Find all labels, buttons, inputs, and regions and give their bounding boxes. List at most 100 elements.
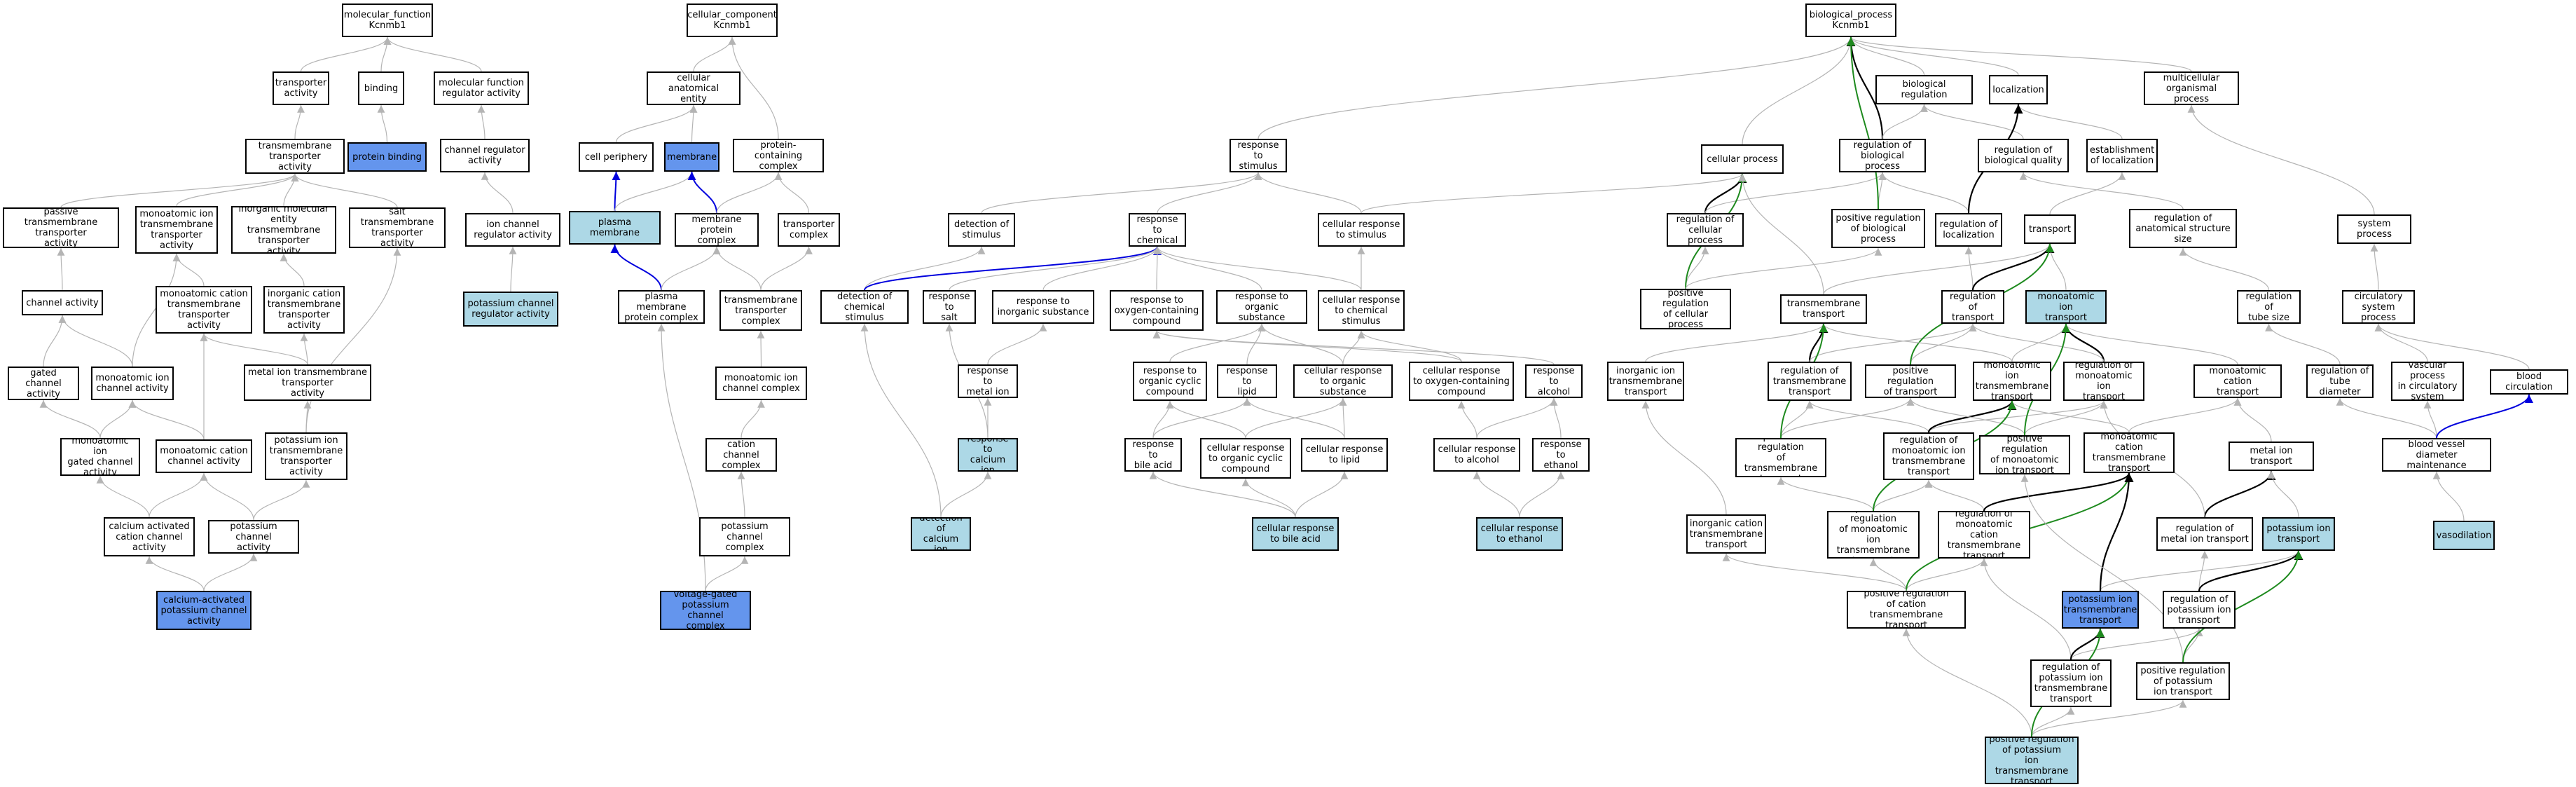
term-node-bp-pos-reg-cation-tm[interactable]: positive regulation of cation transmembr… (1847, 591, 1966, 629)
term-node-bp-reg-bio-quality[interactable]: regulation of biological quality (1978, 139, 2069, 172)
term-node-bp-response-oxygen[interactable]: response to oxygen-containing compound (1110, 290, 1204, 331)
term-node-cc-vg-k-channel-complex[interactable]: voltage-gated potassium channel complex (660, 591, 751, 630)
term-node-mf-metal-ion-tt[interactable]: metal ion transmembrane transporter acti… (244, 364, 371, 401)
term-node-cc-cation-channel-complex[interactable]: cation channel complex (705, 438, 777, 472)
term-node-bp-cellular-response-lipid[interactable]: cellular response to lipid (1301, 438, 1388, 472)
term-node-bp-reg-tube-size[interactable]: regulation of tube size (2237, 290, 2301, 324)
term-node-bp-response-bile[interactable]: response to bile acid (1124, 438, 1182, 472)
term-node-bp-bio-regulation[interactable]: biological regulation (1875, 75, 1973, 104)
term-node-bp-localization[interactable]: localization (1989, 75, 2048, 104)
term-node-bp-mono-cation-transport[interactable]: monoatomic cation transport (2193, 364, 2282, 398)
term-node-bp-response-stimulus[interactable]: response to stimulus (1230, 139, 1287, 172)
term-node-mf-channel-regulator[interactable]: channel regulator activity (440, 139, 530, 172)
term-node-bp-reg-k-ion-tm[interactable]: regulation of potassium ion transmembran… (2030, 659, 2112, 707)
term-node-mf-k-channel-reg[interactable]: potassium channel regulator activity (463, 292, 558, 327)
term-node-mf-ca-activated-k[interactable]: calcium-activated potassium channel acti… (156, 591, 252, 630)
term-node-mf-salt[interactable]: salt transmembrane transporter activity (349, 207, 446, 248)
term-node-bp-reg-tm-transport[interactable]: regulation of transmembrane transport (1768, 362, 1852, 401)
term-node-cc-membrane[interactable]: membrane (664, 142, 719, 172)
term-node-mf-mono-ion-channel[interactable]: monoatomic ion channel activity (91, 367, 174, 400)
term-node-bp-reg-mono-cation-tm[interactable]: regulation of monoatomic cation transmem… (1938, 511, 2030, 559)
term-node-cc-membrane-protein-complex[interactable]: membrane protein complex (675, 213, 759, 247)
term-node-bp-response-organic[interactable]: response to organic substance (1216, 290, 1307, 324)
term-node-bp-pos-reg-mono-ion-transport[interactable]: positive regulation of monoatomic ion tr… (1979, 435, 2070, 474)
term-node-bp-pos-reg-tm-transport[interactable]: positive regulation of transmembrane tra… (1735, 438, 1826, 477)
term-node-bp-inorganic-ion-tm[interactable]: inorganic ion transmembrane transport (1607, 362, 1684, 401)
term-node-mf-binding[interactable]: binding (358, 71, 404, 105)
term-node-mf-monoatomic-ion-tt[interactable]: monoatomic ion transmembrane transporter… (135, 206, 218, 254)
term-node-mf-ion-channel-reg[interactable]: ion channel regulator activity (465, 213, 560, 247)
term-node-bp-detection-calcium[interactable]: detection of calcium ion (911, 517, 971, 551)
term-node-cc-plasma-membrane[interactable]: plasma membrane (569, 211, 661, 245)
term-node-bp-response-inorganic[interactable]: response to inorganic substance (992, 290, 1094, 324)
term-node-bp-reg-bio-process[interactable]: regulation of biological process (1839, 139, 1926, 172)
term-node-bp-pos-reg-mono-ion-tm[interactable]: positive regulation of monoatomic ion tr… (1827, 511, 1920, 559)
term-node-bp-multicellular[interactable]: multicellular organismal process (2144, 71, 2239, 105)
term-node-cc-k-channel-complex[interactable]: potassium channel complex (699, 517, 790, 556)
term-node-mf-k-ion-tt[interactable]: potassium ion transmembrane transporter … (265, 432, 347, 480)
term-node-bp-reg-mono-ion-tm[interactable]: regulation of monoatomic ion transmembra… (1883, 432, 1974, 480)
term-node-bp-circulatory[interactable]: circulatory system process (2342, 290, 2415, 324)
term-node-mf-k-channel[interactable]: potassium channel activity (208, 520, 299, 554)
term-node-cc-transporter-complex[interactable]: transporter complex (778, 213, 840, 247)
term-node-bp-detection-chem[interactable]: detection of chemical stimulus (820, 290, 909, 324)
term-node-bp-k-ion-tm[interactable]: potassium ion transmembrane transport (2062, 591, 2139, 629)
term-node-bp-cellular-response-cyclic[interactable]: cellular response to organic cyclic comp… (1200, 438, 1291, 479)
term-node-cc-anatomical[interactable]: cellular anatomical entity (647, 71, 741, 105)
term-node-bp-cellular-response-oxygen[interactable]: cellular response to oxygen-containing c… (1409, 362, 1514, 401)
term-node-bp-reg-localization[interactable]: regulation of localization (1935, 213, 2002, 247)
term-node-cc-tm-transporter-complex[interactable]: transmembrane transporter complex (719, 290, 802, 331)
term-node-cc-root[interactable]: cellular_component Kcnmb1 (687, 4, 778, 37)
term-node-bp-cellular-response-ethanol[interactable]: cellular response to ethanol (1476, 517, 1563, 551)
term-node-mf-protein-binding[interactable]: protein binding (347, 142, 427, 172)
term-node-cc-periphery[interactable]: cell periphery (579, 142, 654, 172)
term-node-bp-response-calcium[interactable]: response to calcium ion (958, 438, 1018, 472)
term-node-mf-mono-cation-channel[interactable]: monoatomic cation channel activity (156, 439, 252, 473)
term-node-bp-reg-mono-ion-transport[interactable]: regulation of monoatomic ion transport (2063, 362, 2144, 401)
term-node-bp-tm-transport[interactable]: transmembrane transport (1780, 294, 1867, 324)
term-node-bp-reg-tube-diameter[interactable]: regulation of tube diameter (2306, 364, 2374, 398)
term-node-bp-pos-reg-k-ion-tm[interactable]: positive regulation of potassium ion tra… (1985, 737, 2079, 784)
term-node-bp-transport[interactable]: transport (2024, 214, 2076, 244)
term-node-mf-passive[interactable]: passive transmembrane transporter activi… (3, 207, 119, 248)
term-node-bp-cellular-response-alcohol[interactable]: cellular response to alcohol (1433, 438, 1520, 472)
term-node-bp-reg-k-ion-transport[interactable]: regulation of potassium ion transport (2163, 591, 2236, 629)
term-node-bp-k-ion-transport[interactable]: potassium ion transport (2262, 517, 2335, 551)
term-node-bp-pos-reg-transport[interactable]: positive regulation of transport (1865, 364, 1956, 398)
term-node-bp-response-cyclic[interactable]: response to organic cyclic compound (1133, 362, 1207, 401)
term-node-mf-tm-transporter[interactable]: transmembrane transporter activity (245, 139, 345, 174)
term-node-bp-reg-cellular-process[interactable]: regulation of cellular process (1667, 213, 1744, 247)
term-node-bp-mono-ion-tm[interactable]: monoatomic ion transmembrane transport (1973, 362, 2051, 401)
term-node-bp-inorganic-cation-tm[interactable]: inorganic cation transmembrane transport (1686, 514, 1766, 554)
term-node-mf-mono-cation-tt[interactable]: monoatomic cation transmembrane transpor… (156, 286, 252, 334)
term-node-bp-response-lipid[interactable]: response to lipid (1217, 364, 1277, 398)
term-node-mf-ca-activated-cation[interactable]: calcium activated cation channel activit… (104, 517, 195, 556)
term-node-bp-cellular-response-organic[interactable]: cellular response to organic substance (1293, 364, 1393, 398)
term-node-mf-mono-ion-gated[interactable]: monoatomic ion gated channel activity (60, 438, 140, 476)
term-node-mf-transporter[interactable]: transporter activity (273, 71, 329, 105)
term-node-bp-pos-reg-bio-process[interactable]: positive regulation of biological proces… (1831, 209, 1925, 248)
term-node-bp-mono-cation-tm[interactable]: monoatomic cation transmembrane transpor… (2083, 432, 2175, 473)
term-node-mf-regulator[interactable]: molecular function regulator activity (434, 71, 529, 105)
term-node-bp-blood-vessel-diameter[interactable]: blood vessel diameter maintenance (2382, 438, 2491, 472)
term-node-bp-response-ethanol[interactable]: response to ethanol (1532, 438, 1590, 472)
term-node-bp-cellular-response-bile[interactable]: cellular response to bile acid (1252, 517, 1339, 551)
term-node-bp-reg-anatomical-size[interactable]: regulation of anatomical structure size (2129, 209, 2237, 248)
term-node-mf-root[interactable]: molecular_function Kcnmb1 (342, 4, 433, 37)
term-node-mf-gated-channel[interactable]: gated channel activity (8, 367, 79, 400)
term-node-cc-pm-protein-complex[interactable]: plasma membrane protein complex (618, 290, 705, 324)
term-node-bp-response-chemical[interactable]: response to chemical (1129, 213, 1186, 247)
term-node-bp-system-process[interactable]: system process (2337, 214, 2411, 244)
term-node-bp-blood-circulation[interactable]: blood circulation (2490, 369, 2568, 395)
term-node-bp-reg-transport[interactable]: regulation of transport (1941, 290, 2004, 324)
term-node-bp-pos-reg-cellular[interactable]: positive regulation of cellular process (1640, 289, 1731, 329)
term-node-bp-vasodilation[interactable]: vasodilation (2433, 521, 2495, 550)
term-node-bp-detection-stimulus[interactable]: detection of stimulus (948, 213, 1015, 247)
term-node-bp-establish-loc[interactable]: establishment of localization (2086, 139, 2158, 172)
term-node-bp-metal-ion-transport[interactable]: metal ion transport (2229, 442, 2314, 471)
term-node-cc-mono-ion-channel-complex[interactable]: monoatomic ion channel complex (715, 367, 807, 400)
term-node-bp-response-metal-ion[interactable]: response to metal ion (958, 364, 1018, 398)
term-node-bp-mono-ion-transport[interactable]: monoatomic ion transport (2025, 290, 2107, 324)
term-node-bp-reg-metal-ion-transport[interactable]: regulation of metal ion transport (2156, 517, 2253, 551)
term-node-mf-channel-activity[interactable]: channel activity (22, 290, 103, 315)
